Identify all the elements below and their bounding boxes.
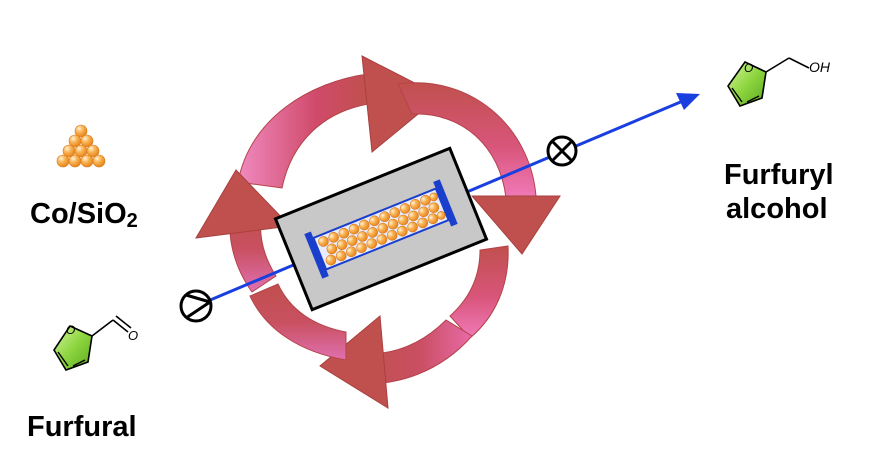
catalyst-subscript: 2 (126, 210, 138, 232)
catalyst-particles-icon (56, 124, 106, 168)
hydroxyl-label: OH (809, 59, 831, 75)
ring-oxygen-label: O (744, 61, 753, 75)
catalyst-label: Co/SiO2 (30, 197, 138, 238)
furfural-ring-oxygen-label: O (66, 323, 75, 337)
recycle-arrow-left (195, 169, 292, 293)
catalyst-name: Co/SiO (30, 198, 127, 230)
recycle-arrow-right (397, 82, 561, 339)
catalyst-bed-particles (318, 192, 446, 266)
recycle-arrow-top (237, 55, 441, 189)
pump-symbol-icon (179, 289, 213, 323)
flow-arrowhead-icon (676, 93, 700, 110)
reactor (273, 146, 489, 312)
product-label-line1: Furfuryl (724, 159, 834, 191)
furfural-structure-icon: O O (53, 315, 138, 371)
product-label-line2: alcohol (726, 193, 828, 225)
back-pressure-valve-icon (546, 135, 578, 167)
product-label: Furfuryl alcohol (724, 158, 834, 226)
column-inlet-fitting (304, 231, 329, 279)
recycle-arrows (195, 55, 561, 409)
column-outlet-fitting (433, 179, 458, 227)
aldehyde-oxygen-label: O (128, 328, 138, 343)
reactant-label: Furfural (27, 411, 137, 443)
recycle-arrow-bottom (249, 283, 473, 409)
furfuryl-alcohol-structure-icon: O OH (727, 57, 831, 107)
